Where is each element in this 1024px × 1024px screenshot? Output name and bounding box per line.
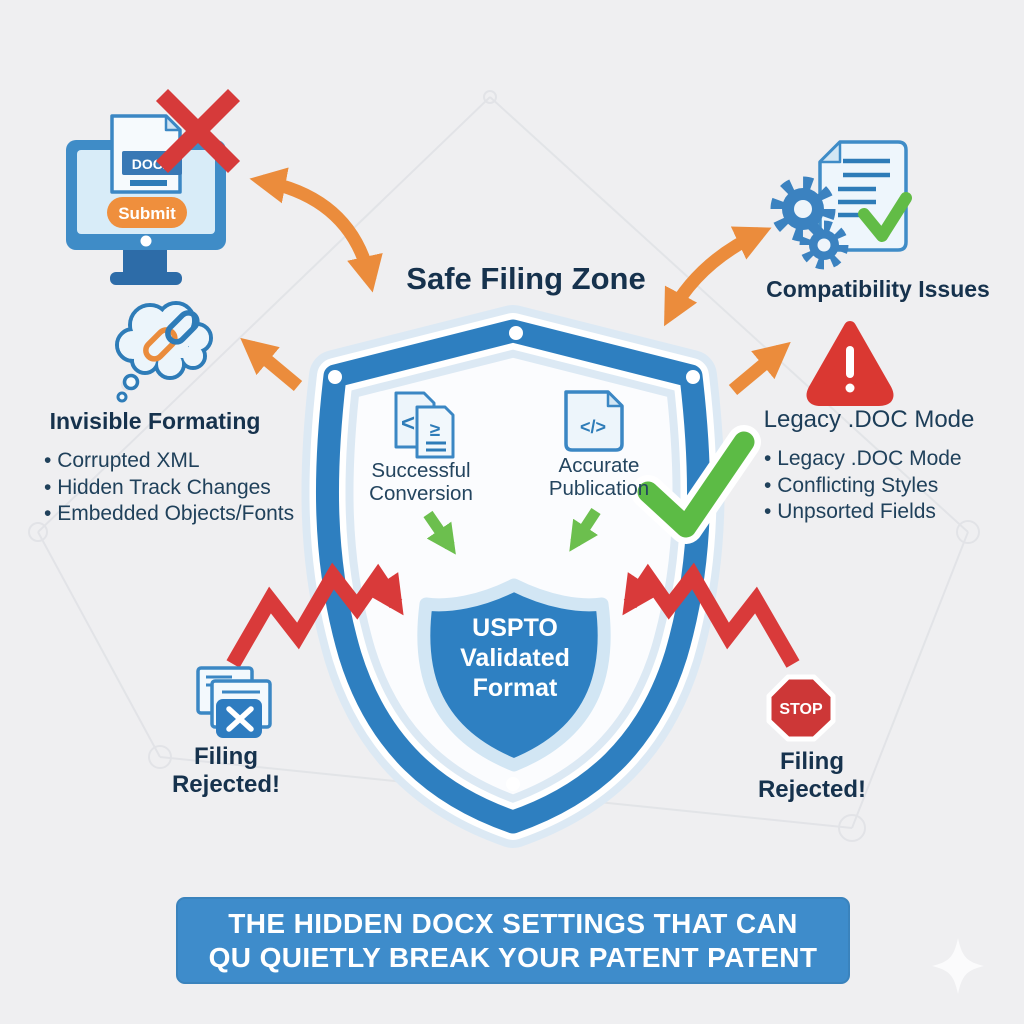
accurate-publication-label: Accurate Publication (549, 454, 649, 500)
red-zigzag-arrow-left (226, 562, 404, 668)
gear-icon-small (799, 220, 849, 270)
green-check-icon (631, 425, 761, 544)
conversion-glyph-back: < (401, 410, 415, 437)
orange-arrow-triangle (728, 341, 791, 395)
label-line: USPTO (472, 614, 558, 642)
label-line: Publication (548, 477, 650, 500)
orange-arrow-cloud (240, 337, 303, 391)
label-line: Successful (371, 459, 471, 482)
stop-label: STOP (779, 701, 823, 718)
orange-arrow-compatibility (664, 226, 772, 327)
page-title: Safe Filing Zone (406, 261, 646, 296)
list-item: Unpsorted Fields (764, 499, 962, 526)
green-arrow-left (423, 510, 456, 555)
successful-conversion-label: Successful Conversion (369, 459, 473, 505)
legacy-heading: Legacy .DOC Mode (763, 406, 975, 433)
invisible-formatting-list: Corrupted XML Hidden Track Changes Embed… (44, 448, 294, 528)
compatibility-label: Compatibility Issues (766, 276, 990, 302)
gears-document-icon (770, 140, 912, 270)
list-item: Corrupted XML (44, 448, 294, 475)
banner-line: QU QUIETLY BREAK YOUR PATENT PATENT (208, 941, 818, 973)
uspto-validated-format-label: USPTO Validated Format (460, 613, 570, 703)
conversion-glyph-front: ≥ (430, 420, 440, 441)
chain-link-icon (143, 310, 200, 362)
sparkle-icon (932, 938, 984, 994)
stop-sign-icon: STOP (766, 674, 836, 742)
gear-icon-large (770, 176, 836, 242)
monitor-stand (123, 248, 167, 274)
small-green-check-icon (858, 192, 912, 242)
bottom-banner: THE HIDDEN DOCX SETTINGS THAT CAN QU QUI… (176, 897, 850, 984)
list-item: Hidden Track Changes (44, 475, 294, 502)
filing-rejected-left-label: Filing Rejected! (172, 743, 280, 799)
label-line: Accurate (558, 454, 640, 477)
rejected-files-icon (196, 666, 272, 738)
label-line: Conversion (369, 482, 473, 505)
red-x-icon (155, 88, 241, 174)
publication-doc-icon: </> (564, 390, 624, 452)
list-item: Legacy .DOC Mode (764, 446, 961, 473)
orange-arrow-monitor (249, 167, 383, 293)
list-item: Conflicting Styles (764, 473, 962, 500)
filing-rejected-right-label: Filing Rejected! (758, 748, 866, 804)
list-item: Embedded Objects/Fonts (44, 501, 294, 528)
label-line: Format (472, 674, 558, 702)
inner-shield (417, 578, 611, 772)
thought-bubble-dot (122, 373, 140, 391)
label-line: Validated (460, 644, 570, 672)
submit-button-graphic: Submit (107, 197, 187, 228)
warning-triangle-icon (806, 321, 894, 406)
label-line: Rejected! (757, 776, 867, 803)
banner-line: THE HIDDEN DOCX SETTINGS THAT CAN (228, 907, 798, 939)
red-zigzag-arrow-right (622, 562, 800, 668)
invisible-formatting-heading: Invisible Formating (49, 408, 261, 434)
conversion-docs-icon: < ≥ (394, 391, 455, 459)
white-x-icon (226, 706, 254, 732)
rejected-docx-monitor-icon: DOCX Submit (66, 88, 241, 285)
thought-bubble-dot (116, 391, 128, 403)
publication-glyph: </> (580, 417, 606, 437)
label-line: Rejected! (171, 771, 281, 798)
submit-label: Submit (118, 204, 176, 223)
shield-rivets (328, 326, 700, 791)
legacy-list: Legacy .DOC Mode Conflicting Styles Unps… (764, 446, 962, 526)
label-line: Filing (194, 743, 258, 770)
label-line: Filing (780, 748, 844, 775)
green-arrow-right (569, 507, 601, 552)
thought-cloud-link-icon (115, 301, 213, 403)
